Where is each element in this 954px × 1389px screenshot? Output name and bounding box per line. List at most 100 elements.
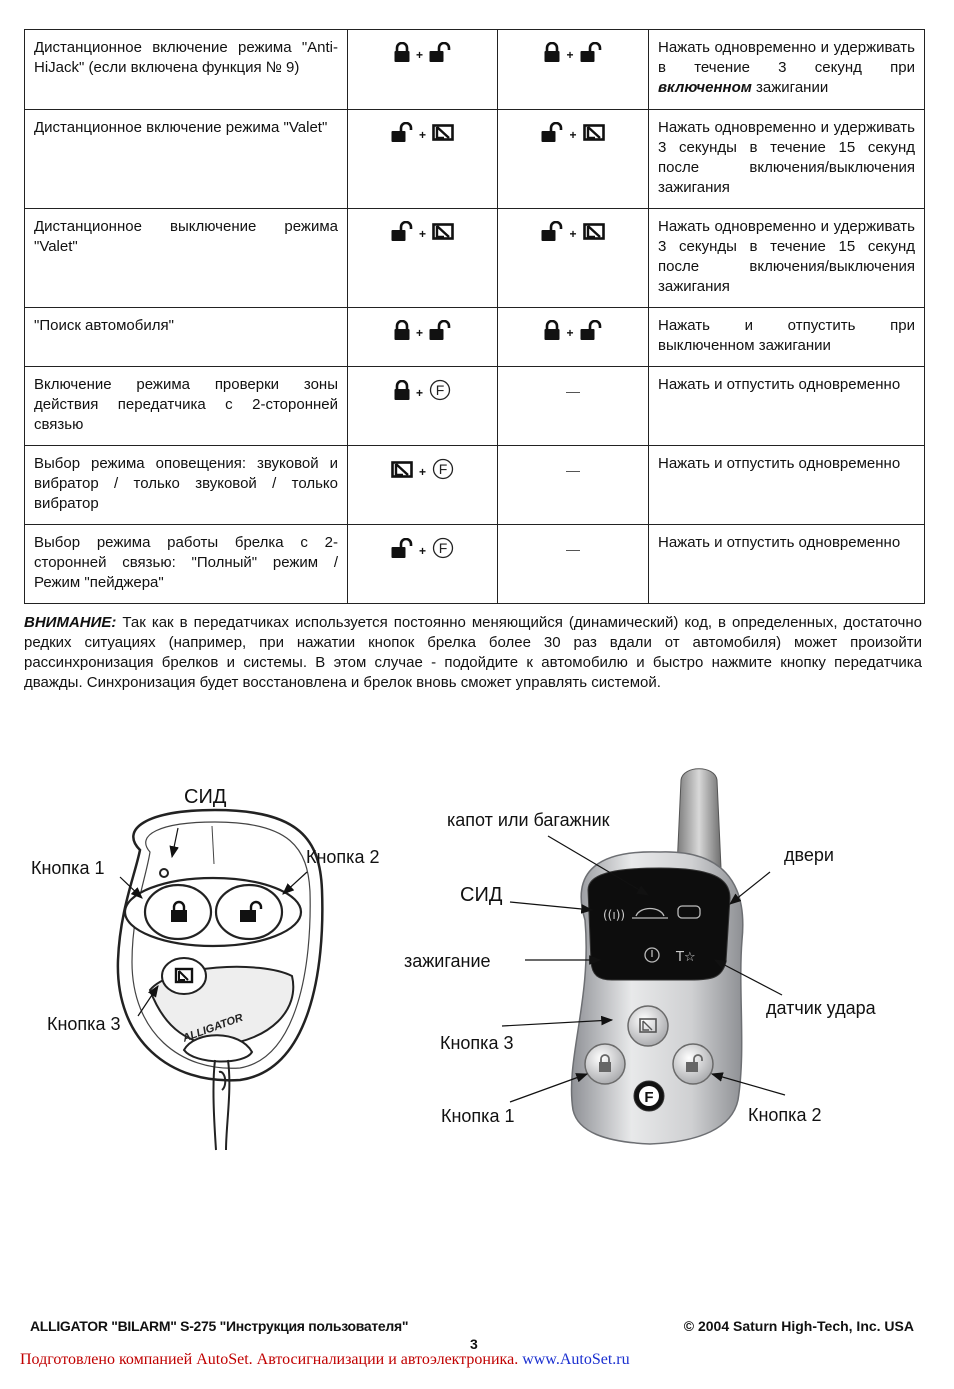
one-way-buttons-cell: + (347, 109, 498, 209)
lock-open-icon (686, 1054, 703, 1072)
left-button2-label: Кнопка 2 (306, 847, 380, 867)
plus-sign: + (418, 128, 426, 142)
function-cell: Включение режима проверки зоны действия … (24, 366, 348, 446)
warning-text: Так как в передатчиках используется пост… (24, 614, 922, 691)
credit-text: Подготовлено компанией AutoSet. Автосигн… (20, 1351, 523, 1368)
lock-open-icon (240, 900, 263, 922)
plus-sign: + (415, 386, 423, 400)
right-button2-label: Кнопка 2 (748, 1105, 822, 1125)
plus-sign: + (566, 48, 574, 62)
action-text: Нажать и отпустить при выключенном зажиг… (658, 317, 915, 354)
remotes-illustration: ALLIGATOR ((ı)) T☆ (116, 768, 786, 1151)
plus-sign: + (566, 326, 574, 340)
lock-open-icon (391, 537, 413, 564)
action-cell: Нажать и отпустить одновременно (648, 366, 925, 446)
valet-icon (639, 1018, 657, 1033)
car-icon (632, 907, 668, 919)
lock-open-icon (391, 121, 413, 148)
two-way-buttons-cell: + (497, 307, 649, 367)
left-button1-label: Кнопка 1 (31, 858, 105, 878)
right-led-label: СИД (460, 884, 503, 906)
lock-closed-icon (544, 319, 560, 346)
function-cell: "Поиск автомобиля" (24, 307, 348, 367)
lock-closed-icon (171, 900, 187, 922)
lock-open-icon (541, 220, 563, 247)
valet-icon (432, 123, 454, 147)
ignition-label: зажигание (404, 951, 491, 971)
doors-label: двери (784, 845, 834, 865)
lock-closed-icon (394, 379, 410, 406)
lock-closed-icon (599, 1054, 611, 1072)
f-button-icon: F (432, 458, 454, 486)
warning-label: ВНИМАНИЕ: (24, 614, 117, 631)
button-combo: + (391, 121, 454, 148)
f-button-icon: F (429, 379, 451, 407)
action-text-tail: зажигании (751, 79, 829, 96)
action-cell: Нажать одновременно и удерживать 3 секун… (648, 208, 925, 308)
credit-link[interactable]: www.AutoSet.ru (522, 1351, 630, 1368)
one-way-buttons-cell: +F (347, 366, 498, 446)
table-row: Дистанционное включение режима "Valet"++… (24, 109, 925, 209)
f-button-label: F (644, 1089, 653, 1106)
lock-open-icon (580, 41, 602, 68)
valet-icon (582, 123, 605, 147)
valet-icon (174, 967, 194, 984)
action-text: Нажать и отпустить одновременно (658, 534, 901, 551)
lock-closed-icon (544, 41, 560, 68)
svg-text:((ı)): ((ı)) (603, 908, 625, 922)
table-row: Дистанционное выключение режима "Valet"+… (24, 208, 925, 308)
two-way-buttons-cell (497, 445, 649, 525)
valet-icon (432, 222, 454, 246)
action-text: Нажать и отпустить одновременно (658, 376, 901, 393)
lock-open-icon (391, 220, 413, 247)
valet-icon (582, 222, 605, 246)
button-combo: +F (391, 458, 454, 486)
button-combo: + (391, 220, 454, 247)
button-combo: +F (391, 537, 454, 565)
button-combo: + (544, 319, 601, 346)
lock-open-icon (541, 121, 563, 148)
plus-sign: + (415, 326, 423, 340)
plus-sign: + (415, 48, 423, 62)
command-table: Дистанционное включение режима "Anti-HiJ… (24, 29, 925, 604)
action-cell: Нажать одновременно и удерживать 3 секун… (648, 109, 925, 209)
action-cell: Нажать и отпустить при выключенном зажиг… (648, 307, 925, 367)
lock-closed-icon (394, 319, 410, 346)
two-way-buttons-cell (497, 366, 649, 446)
action-cell: Нажать и отпустить одновременно (648, 524, 925, 604)
button-combo: + (394, 41, 451, 68)
plus-sign: + (418, 465, 426, 479)
function-cell: Дистанционное включение режима "Anti-HiJ… (24, 29, 348, 110)
table-row: "Поиск автомобиля" + + Нажать и отпустить п… (24, 307, 925, 367)
table-row: Выбор режима оповещения: звуковой и вибр… (24, 445, 925, 525)
button-combo: +F (394, 379, 451, 407)
f-button-icon: F (432, 537, 454, 565)
one-way-buttons-cell: + (347, 29, 498, 110)
function-cell: Выбор режима работы брелка с 2-сторонней… (24, 524, 348, 604)
action-cell: Нажать и отпустить одновременно (648, 445, 925, 525)
function-cell: Выбор режима оповещения: звуковой и вибр… (24, 445, 348, 525)
footer-copyright: © 2004 Saturn High-Tech, Inc. USA (683, 1318, 914, 1334)
none-dash (566, 550, 580, 551)
plus-sign: + (418, 227, 426, 241)
action-cell: Нажать одновременно и удерживать в течен… (648, 29, 925, 110)
two-way-buttons-cell: + (497, 29, 649, 110)
none-dash (566, 471, 580, 472)
valet-icon (391, 460, 413, 484)
button-combo: + (541, 220, 605, 247)
plus-sign: + (418, 544, 426, 558)
lock-open-icon (429, 319, 451, 346)
svg-text:F: F (439, 461, 448, 477)
table-row: Включение режима проверки зоны действия … (24, 366, 925, 446)
button-combo: + (394, 319, 451, 346)
warning-note: ВНИМАНИЕ: Так как в передатчиках использ… (24, 613, 922, 693)
one-way-buttons-cell: +F (347, 524, 498, 604)
ignition-icon (644, 947, 660, 963)
right-button1-label: Кнопка 1 (441, 1106, 515, 1126)
svg-text:F: F (439, 540, 448, 556)
lock-closed-icon (394, 41, 410, 68)
trunk-icon (677, 905, 701, 919)
two-way-buttons-cell: + (497, 208, 649, 308)
action-text: Нажать одновременно и удерживать 3 секун… (658, 119, 915, 196)
right-remote: ((ı)) T☆ F (501, 768, 786, 1145)
